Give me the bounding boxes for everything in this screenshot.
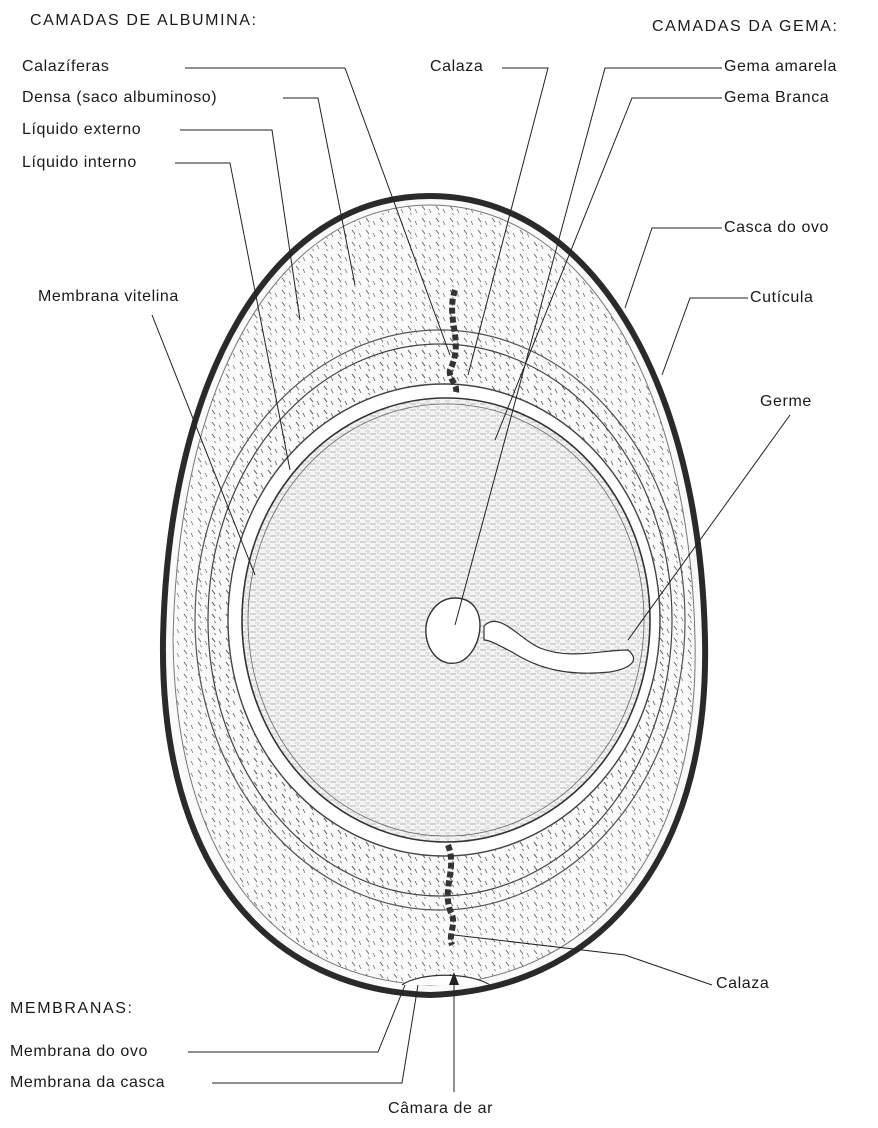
label-chalaziferous: Calazíferas — [22, 58, 110, 76]
label-vitelline-membrane: Membrana vitelina — [38, 288, 179, 306]
label-yellow-yolk: Gema amarela — [724, 58, 837, 76]
label-air-cell: Câmara de ar — [388, 1100, 493, 1118]
label-chalaza-top: Calaza — [430, 58, 483, 76]
label-dense-albumen: Densa (saco albuminoso) — [22, 89, 217, 107]
label-egg-membrane: Membrana do ovo — [10, 1043, 148, 1061]
label-inner-liquid: Líquido interno — [22, 154, 137, 172]
label-outer-liquid: Líquido externo — [22, 121, 141, 139]
label-shell: Casca do ovo — [724, 219, 829, 237]
membranes-heading: MEMBRANAS: — [10, 1000, 134, 1018]
yolk-layers-heading: CAMADAS DA GEMA: — [652, 18, 839, 36]
albumen-layers-heading: CAMADAS DE ALBUMINA: — [30, 12, 258, 30]
label-white-yolk: Gema Branca — [724, 89, 829, 107]
label-shell-membrane: Membrana da casca — [10, 1074, 165, 1092]
label-chalaza-bottom: Calaza — [716, 975, 769, 993]
label-germ: Germe — [760, 393, 812, 411]
label-cuticle: Cutícula — [750, 289, 814, 307]
